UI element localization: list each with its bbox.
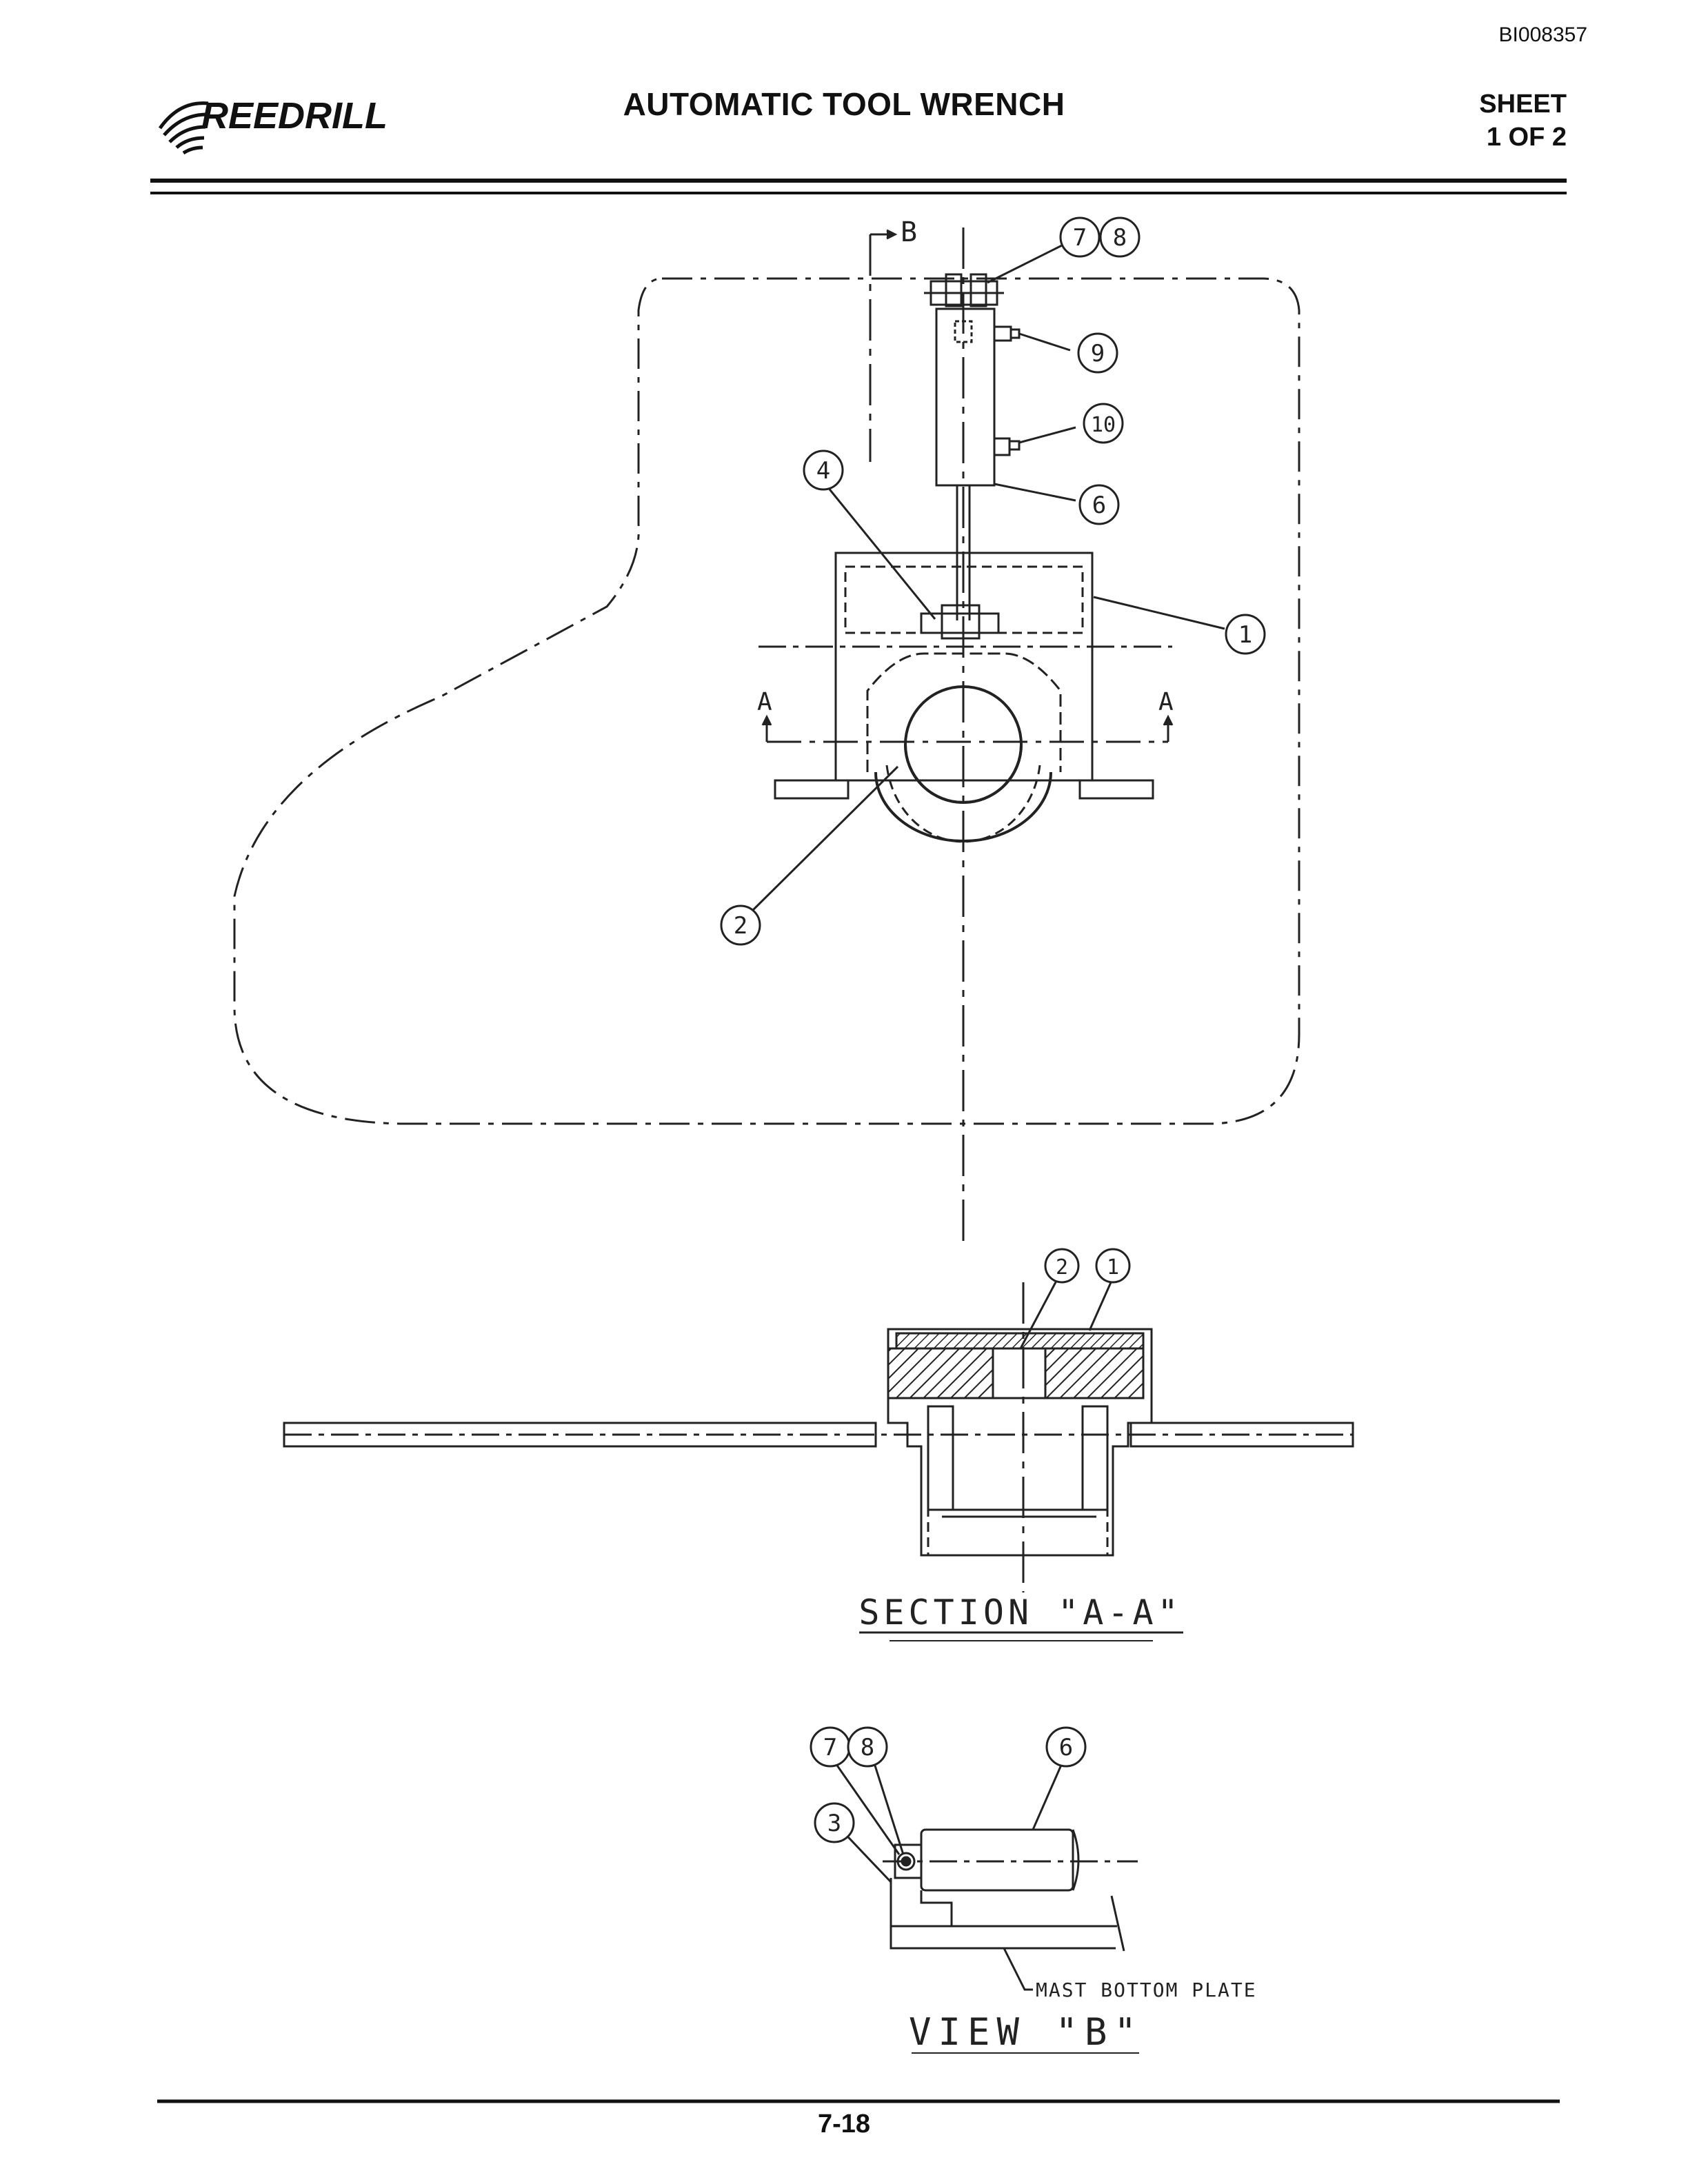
section-callout-2: 2 — [1056, 1255, 1068, 1280]
view-b-callout-3: 3 — [827, 1810, 841, 1837]
section-callout-1: 1 — [1107, 1255, 1119, 1280]
callout-4: 4 — [816, 457, 830, 485]
section-a-marker-left: A — [757, 688, 772, 716]
reedrill-logo: REEDRILL — [158, 95, 388, 155]
document-id: BI008357 — [1498, 23, 1587, 46]
bolt-assembly — [920, 612, 1000, 634]
callout-6: 6 — [1092, 492, 1106, 519]
foot-left — [774, 779, 850, 800]
callout-9: 9 — [1091, 340, 1105, 367]
mast-phantom-outline — [233, 277, 1300, 1125]
callout-1: 1 — [1238, 621, 1252, 649]
view-b-labels: 7 8 6 3 MAST BOTTOM PLATE VIEW "B" — [823, 1734, 1257, 2054]
logo-text: REEDRILL — [201, 95, 388, 136]
view-b-callout-6: 6 — [1059, 1734, 1073, 1761]
section-housing — [887, 1328, 1153, 1557]
mast-bottom-plate-outline — [890, 1878, 1116, 1950]
callout-7: 7 — [1073, 224, 1087, 252]
section-callouts — [1044, 1248, 1131, 1284]
jaw-insert — [874, 771, 1052, 842]
section-labels: 2 1 SECTION "A-A" — [858, 1255, 1182, 1632]
section-a-marker-right: A — [1158, 688, 1174, 716]
main-view-callout-numbers: 7 8 9 10 4 6 1 2 — [734, 224, 1252, 940]
fitting-9 — [993, 325, 1021, 342]
view-b-callouts — [810, 1726, 1087, 1843]
section-a-a — [283, 1280, 1354, 1641]
mast-plate-left — [283, 1422, 877, 1448]
sheet-number: 1 OF 2 — [1486, 123, 1567, 152]
sheet-label: SHEET — [1479, 90, 1567, 119]
mast-plate-right — [1129, 1422, 1354, 1448]
wrench-housing — [834, 552, 1094, 782]
view-b — [834, 1763, 1139, 2054]
callout-8: 8 — [1113, 224, 1127, 252]
page-number: 7-18 — [817, 2110, 871, 2138]
callout-2: 2 — [734, 912, 747, 940]
logo-swirl-icon — [158, 101, 209, 155]
view-b-callout-8: 8 — [861, 1734, 874, 1761]
section-title: SECTION "A-A" — [858, 1593, 1182, 1632]
main-view-callouts — [720, 216, 1266, 946]
cylinder-body — [935, 307, 996, 487]
mast-bottom-plate-note: MAST BOTTOM PLATE — [1036, 1979, 1257, 2001]
main-view-labels: B A A — [757, 216, 1174, 716]
main-view — [233, 228, 1300, 1241]
foot-right — [1078, 779, 1154, 800]
view-b-callout-7: 7 — [823, 1734, 837, 1761]
view-b-cylinder — [920, 1828, 1074, 1892]
callout-10: 10 — [1091, 413, 1116, 437]
view-b-marker: B — [901, 216, 917, 248]
fitting-10 — [993, 437, 1021, 456]
view-b-title: VIEW "B" — [909, 2010, 1143, 2054]
drawing-title: AUTOMATIC TOOL WRENCH — [623, 86, 1065, 122]
